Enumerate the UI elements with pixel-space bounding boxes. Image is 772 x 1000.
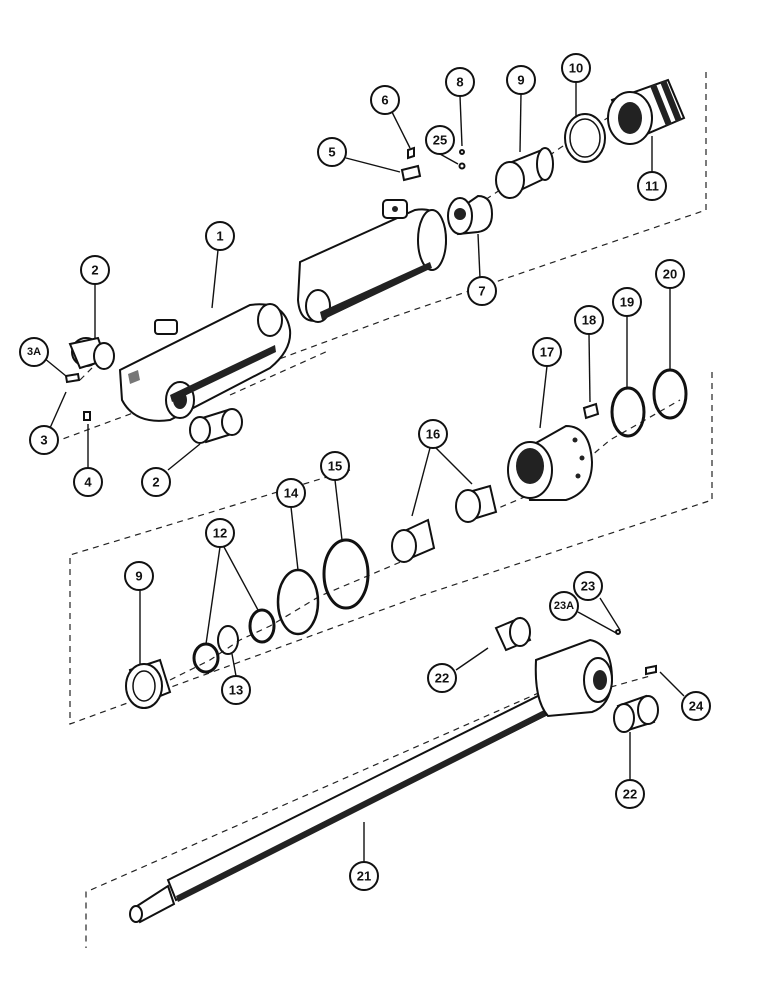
callout-label: 8 — [456, 75, 463, 90]
part-bushing-16b — [455, 484, 498, 523]
callout-7: 7 — [467, 276, 497, 306]
part-5 — [400, 164, 422, 182]
callout-11: 11 — [637, 171, 667, 201]
callout-label: 23A — [554, 600, 574, 612]
part-25 — [458, 162, 466, 170]
callout-label: 25 — [433, 133, 447, 148]
callout-9-upper: 9 — [506, 65, 536, 95]
callout-label: 11 — [645, 179, 659, 194]
callout-label: 20 — [663, 267, 677, 282]
part-bushing-lower — [189, 408, 243, 444]
callout-label: 19 — [620, 295, 634, 310]
callout-6: 6 — [370, 85, 400, 115]
callout-label: 22 — [623, 787, 637, 802]
callout-22-right: 22 — [615, 779, 645, 809]
callout-label: 10 — [569, 61, 583, 76]
part-ring-12b — [248, 608, 276, 644]
callout-label: 22 — [435, 671, 449, 686]
callout-12: 12 — [205, 518, 235, 548]
part-fitting-4 — [83, 411, 91, 421]
callout-22-left: 22 — [427, 663, 457, 693]
callout-label: 5 — [328, 145, 335, 160]
part-ring-14 — [276, 568, 320, 636]
callout-1: 1 — [205, 221, 235, 251]
part-8 — [459, 149, 465, 155]
callout-3a: 3A — [19, 337, 49, 367]
callout-2-lower: 2 — [141, 467, 171, 497]
callout-label: 21 — [357, 869, 371, 884]
part-24 — [645, 664, 657, 676]
callout-3: 3 — [29, 425, 59, 455]
callout-label: 17 — [540, 345, 554, 360]
callout-21: 21 — [349, 861, 379, 891]
callout-5: 5 — [317, 137, 347, 167]
part-fitting-3a — [64, 372, 81, 384]
part-bushing-upper — [68, 336, 115, 370]
callout-17: 17 — [532, 337, 562, 367]
callout-label: 4 — [84, 475, 92, 490]
part-gland-11 — [607, 78, 686, 145]
leader-lines — [43, 82, 685, 862]
callout-label: 18 — [582, 313, 596, 328]
callout-label: 2 — [91, 263, 98, 278]
part-bushing-16a — [391, 518, 436, 563]
callout-label: 16 — [426, 427, 440, 442]
callout-24: 24 — [681, 691, 711, 721]
part-bushing-22a — [494, 616, 532, 652]
part-7 — [447, 194, 494, 236]
callout-label: 15 — [328, 459, 342, 474]
part-bolt-18 — [582, 402, 600, 420]
callout-23: 23 — [573, 571, 603, 601]
callout-25: 25 — [425, 125, 455, 155]
callout-label: 14 — [284, 486, 299, 501]
callout-label: 7 — [478, 284, 485, 299]
part-ring-20 — [652, 368, 688, 420]
callout-label: 9 — [135, 569, 142, 584]
callout-label: 24 — [689, 699, 704, 714]
callout-label: 23 — [581, 579, 595, 594]
part-ring-10 — [564, 113, 606, 163]
callout-8: 8 — [445, 67, 475, 97]
part-cylinder-barrel — [118, 303, 292, 422]
callout-19: 19 — [612, 287, 642, 317]
callout-13: 13 — [221, 675, 251, 705]
part-6 — [407, 146, 415, 160]
callout-label: 12 — [213, 526, 227, 541]
callout-18: 18 — [574, 305, 604, 335]
part-piston-rod — [129, 638, 614, 924]
callout-label: 9 — [517, 73, 524, 88]
part-bushing-22b — [613, 694, 659, 733]
part-tube — [296, 199, 448, 323]
callout-2-upper: 2 — [80, 255, 110, 285]
callout-label: 3 — [40, 433, 47, 448]
part-ring-15 — [322, 538, 370, 610]
callout-label: 1 — [216, 229, 223, 244]
callout-23a: 23A — [549, 591, 579, 621]
callout-label: 13 — [229, 683, 243, 698]
part-wear-ring-lower — [125, 658, 172, 709]
part-housing-17 — [507, 424, 594, 501]
part-wear-ring-upper — [495, 147, 554, 199]
callout-9-lower: 9 — [124, 561, 154, 591]
part-ring-19 — [610, 386, 646, 438]
callout-4: 4 — [73, 467, 103, 497]
callout-14: 14 — [276, 478, 306, 508]
callout-label: 2 — [152, 475, 159, 490]
callout-label: 3A — [27, 346, 41, 358]
part-ring-13 — [217, 625, 239, 655]
callout-label: 6 — [381, 93, 388, 108]
callout-16: 16 — [418, 419, 448, 449]
callout-20: 20 — [655, 259, 685, 289]
part-ring-12a — [192, 642, 220, 674]
callout-10: 10 — [561, 53, 591, 83]
callout-15: 15 — [320, 451, 350, 481]
